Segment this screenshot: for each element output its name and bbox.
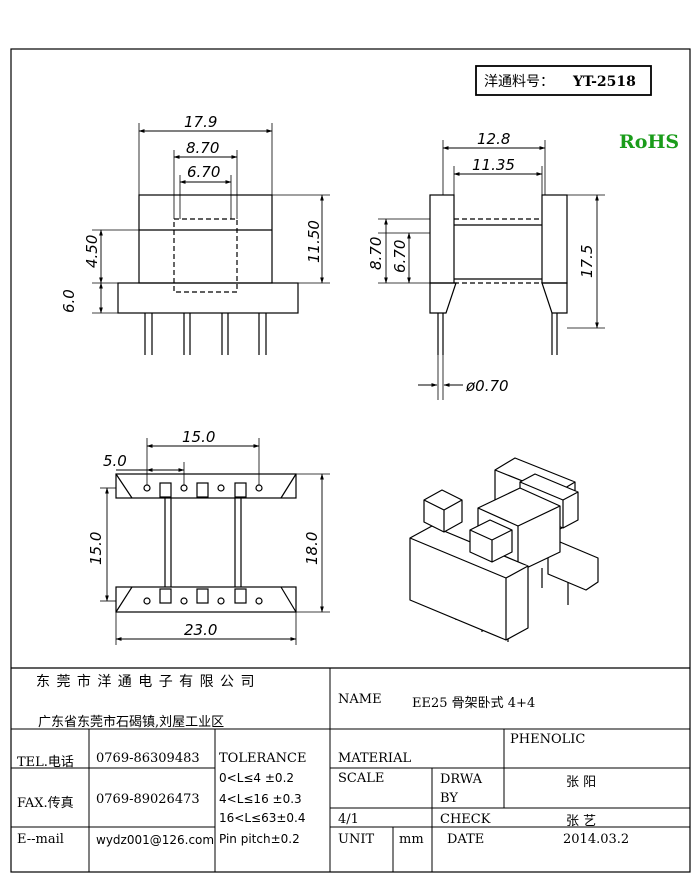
- scale-value: 4/1: [338, 812, 359, 827]
- part-number: YT-2518: [572, 74, 636, 90]
- dim-front-core-outer: 8.70: [186, 139, 219, 157]
- company-name: 东 莞 市 洋 通 电 子 有 限 公 司: [36, 674, 256, 690]
- date-label: DATE: [447, 832, 485, 847]
- dim-front-flange: 4.50: [83, 235, 101, 268]
- email-label: E--mail: [17, 832, 64, 847]
- dim-front-height: 11.50: [305, 220, 323, 263]
- front-view: [92, 123, 330, 355]
- title-block: [11, 667, 690, 872]
- tolerance-label: TOLERANCE: [219, 751, 307, 766]
- dim-side-width: 12.8: [477, 130, 510, 148]
- email-value: wydz001@126.com: [96, 833, 215, 847]
- fax-value: 0769-89026473: [96, 792, 200, 807]
- company-address: 广东省东莞市石碣镇,刘屋工业区: [38, 715, 225, 730]
- dim-bottom-row-span: 15.0: [87, 532, 105, 565]
- material-value: PHENOLIC: [510, 732, 586, 747]
- unit-value: mm: [399, 832, 424, 847]
- dim-side-core-inner: 6.70: [391, 240, 409, 273]
- tel-value: 0769-86309483: [96, 751, 200, 766]
- part-number-box: [475, 65, 652, 96]
- dim-bottom-pin-span: 15.0: [182, 428, 215, 446]
- fax-label: FAX.传真: [17, 796, 74, 811]
- drawn-by-label-2: BY: [440, 791, 458, 806]
- bottom-view: [100, 438, 330, 645]
- dim-side-height: 17.5: [578, 245, 596, 278]
- unit-label: UNIT: [338, 832, 375, 847]
- check-label: CHECK: [440, 812, 491, 827]
- drawn-by-value: 张 阳: [566, 775, 597, 790]
- check-value: 张 艺: [566, 814, 597, 829]
- dim-front-width: 17.9: [184, 113, 217, 131]
- rohs-mark: RoHS: [619, 131, 679, 153]
- dim-front-base: 6.0: [60, 289, 78, 313]
- drawing-frame: [10, 48, 691, 873]
- tolerance-row-1: 0<L≤4 ±0.2: [219, 771, 295, 785]
- date-value: 2014.03.2: [563, 832, 630, 847]
- tolerance-row-2: 4<L≤16 ±0.3: [219, 792, 302, 806]
- dim-side-core-outer: 8.70: [367, 237, 385, 270]
- material-label: MATERIAL: [338, 751, 412, 766]
- dim-bottom-pitch: 5.0: [103, 452, 127, 470]
- tolerance-row-3: 16<L≤63±0.4: [219, 811, 306, 825]
- name-value: EE25 骨架卧式 4+4: [412, 696, 536, 711]
- name-label: NAME: [338, 692, 382, 707]
- side-view: [378, 140, 605, 400]
- dim-side-inner: 11.35: [472, 156, 515, 174]
- tel-label: TEL.电话: [17, 755, 74, 770]
- isometric-view: [409, 457, 599, 642]
- scale-label: SCALE: [338, 771, 385, 786]
- dim-front-core-inner: 6.70: [187, 163, 220, 181]
- dim-pin-diameter: ø0.70: [465, 377, 509, 395]
- dim-bottom-depth: 18.0: [303, 532, 321, 565]
- drawn-by-label: DRWA: [440, 772, 483, 787]
- tolerance-pin-pitch: Pin pitch±0.2: [219, 832, 300, 846]
- dim-bottom-length: 23.0: [184, 621, 217, 639]
- part-number-label: 洋通料号：: [484, 74, 554, 90]
